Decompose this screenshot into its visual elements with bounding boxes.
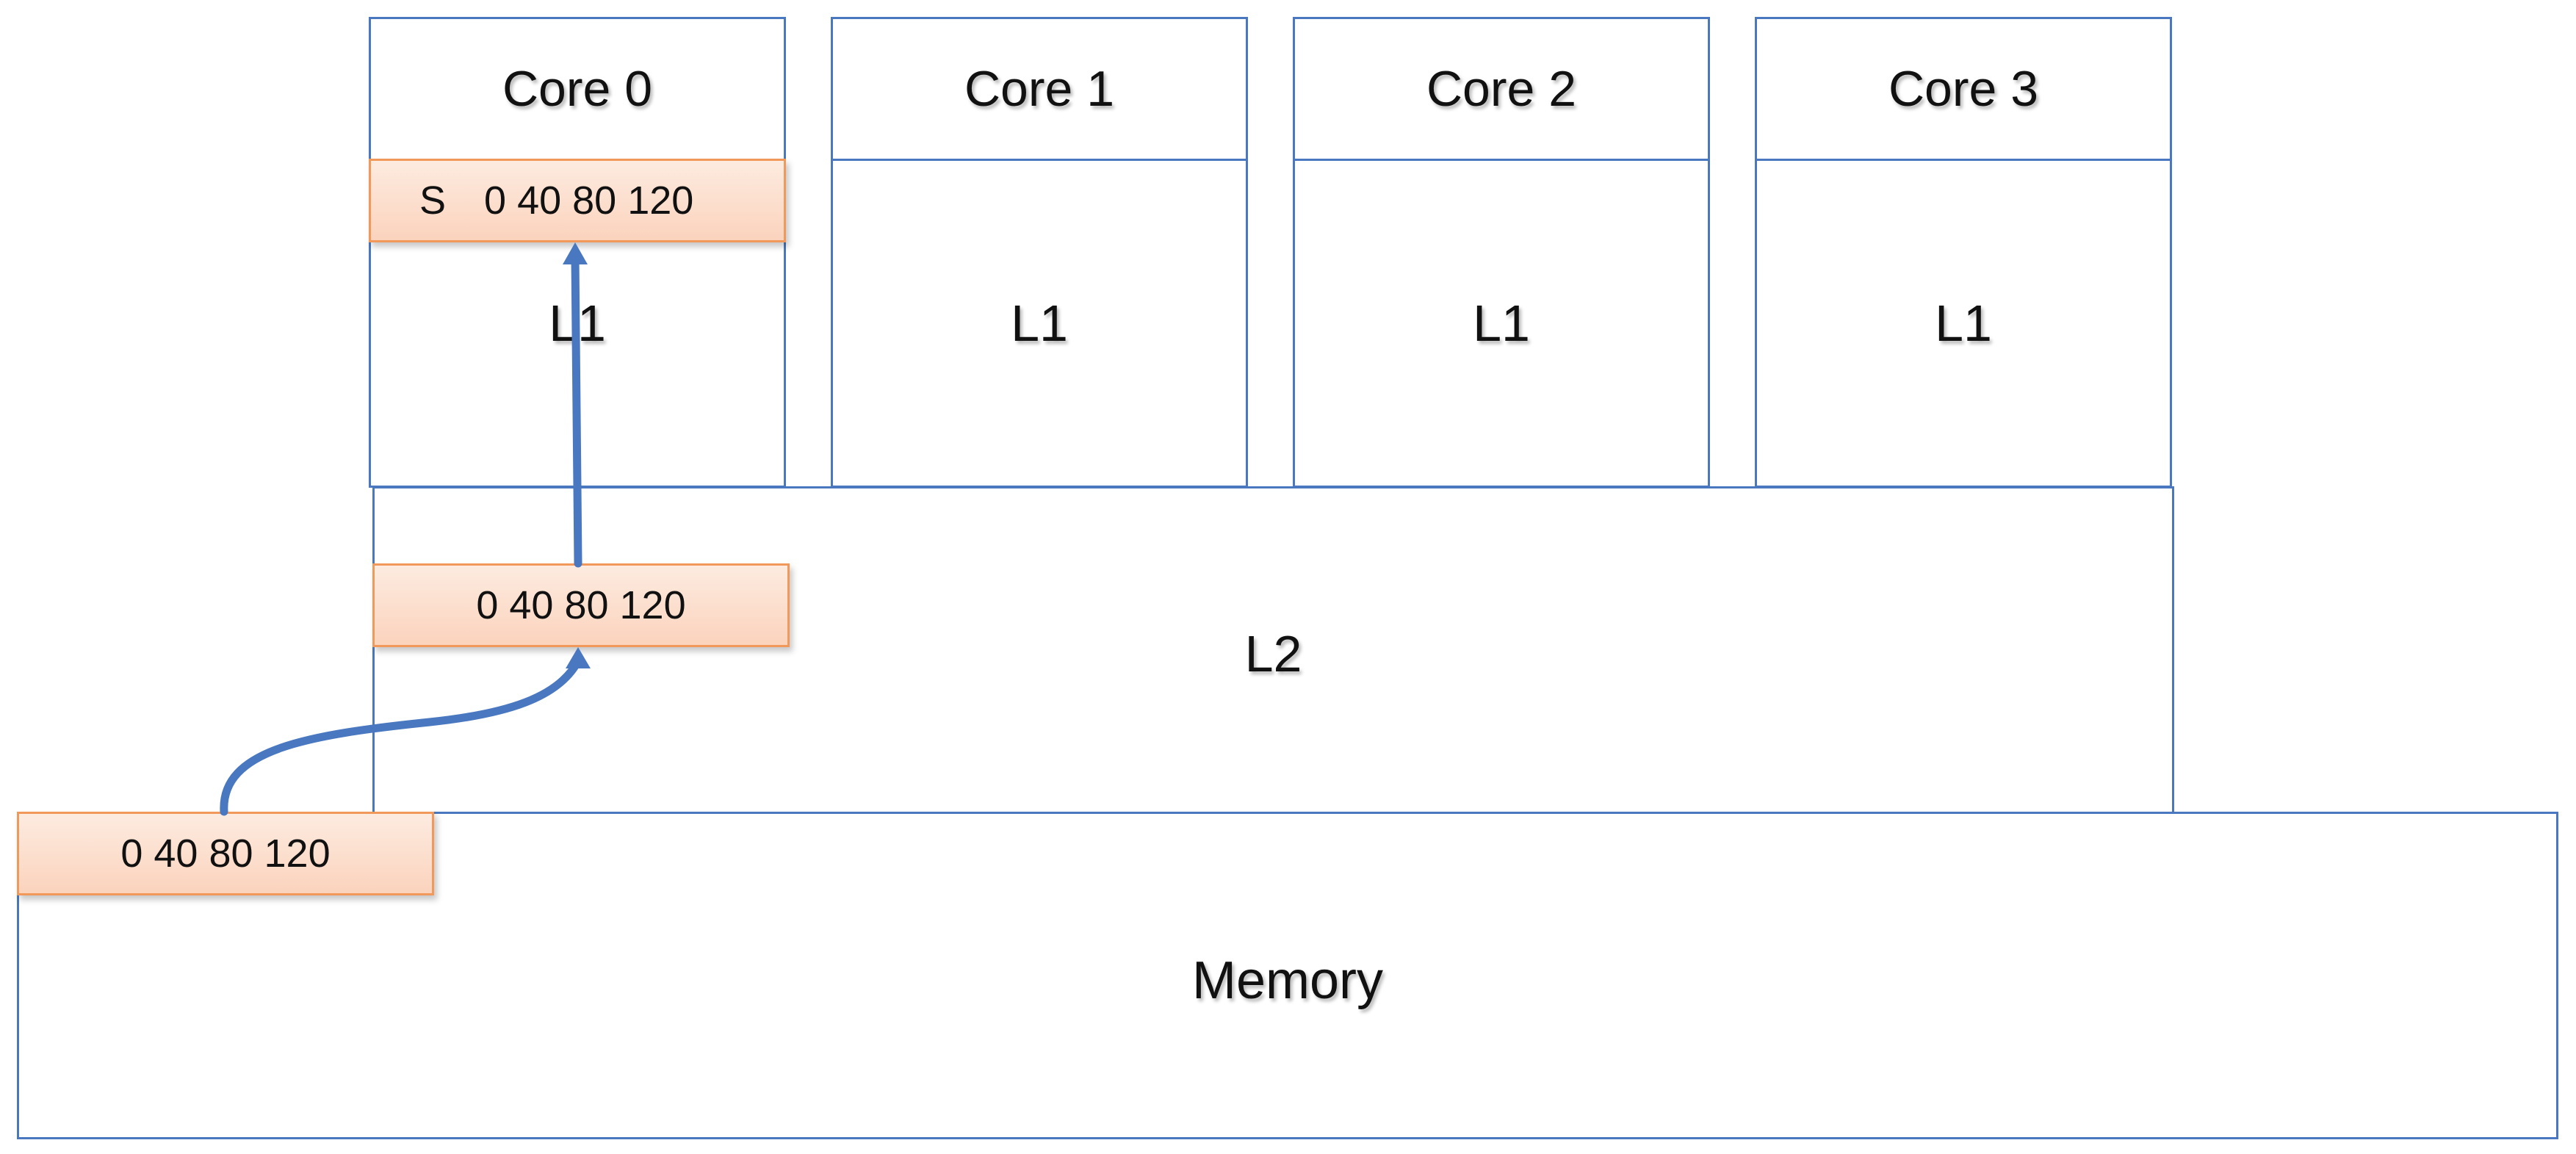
core-2-header — [1293, 17, 1710, 161]
core-1-l1-label: L1 — [1011, 295, 1068, 352]
core-0-label: Core 0 — [502, 61, 653, 117]
core-0-header — [369, 17, 786, 161]
core-0-l1-label: L1 — [549, 295, 606, 352]
memory-line-data: 0 40 80 120 — [120, 832, 331, 876]
l1-line-state: S — [419, 178, 447, 223]
core-3-l1-label: L1 — [1935, 295, 1992, 352]
core-1-label: Core 1 — [964, 61, 1115, 117]
l2-cache-label: L2 — [1244, 625, 1302, 682]
l2-line-data: 0 40 80 120 — [476, 583, 686, 627]
core-3-header — [1755, 17, 2172, 161]
memory-label: Memory — [1191, 951, 1383, 1010]
core-2-l1-cache — [1293, 159, 1710, 488]
core-3-label: Core 3 — [1888, 61, 2039, 117]
l2-cache-block — [372, 486, 2174, 814]
memory-line: 0 40 80 120 — [17, 812, 434, 895]
memory-block — [17, 812, 2558, 1139]
core-1-l1-cache — [831, 159, 1248, 488]
core-2-l1-label: L1 — [1473, 295, 1530, 352]
l1-line-data: 0 40 80 120 — [484, 178, 694, 223]
l2-cache-line: 0 40 80 120 — [372, 563, 790, 647]
core-3-l1-cache — [1755, 159, 2172, 488]
l1-cache-line: S 0 40 80 120 — [369, 159, 786, 242]
core-2-label: Core 2 — [1426, 61, 1577, 117]
